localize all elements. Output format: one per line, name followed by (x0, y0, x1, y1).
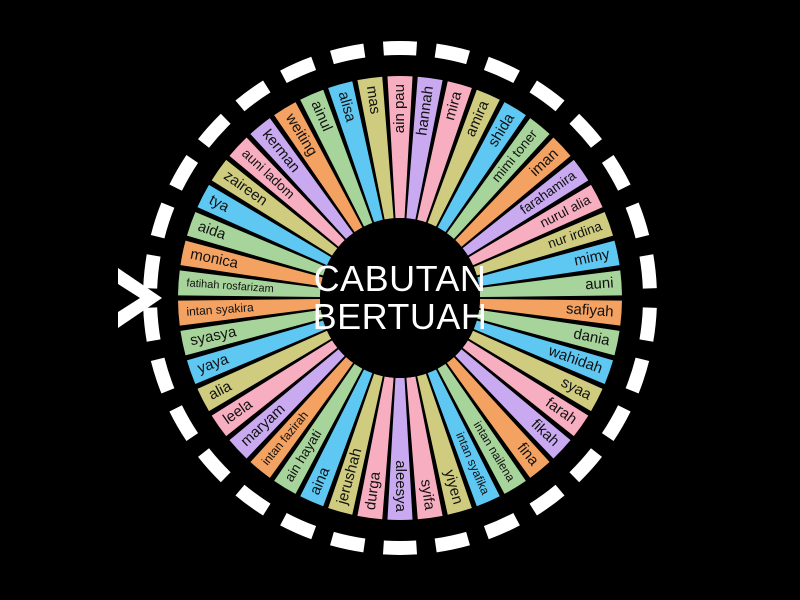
wheel-segment-label: auni (585, 274, 614, 293)
outer-dashed-ring (143, 40, 657, 555)
ring-dash (434, 43, 470, 65)
wheel-segment[interactable] (473, 211, 614, 276)
ring-dash (569, 448, 602, 483)
ring-dash (483, 512, 520, 540)
wheel-segment-label: alisa (335, 89, 360, 124)
wheel-segment[interactable] (186, 320, 327, 385)
wheel-segment[interactable] (250, 357, 354, 478)
wheel-segment[interactable] (455, 137, 571, 247)
wheel-segment[interactable] (477, 240, 620, 287)
ring-dash (280, 56, 317, 84)
wheel-segment[interactable] (328, 373, 383, 515)
wheel-segment[interactable] (211, 159, 338, 256)
ring-dash (483, 56, 520, 84)
wheel-segment[interactable] (357, 76, 394, 220)
wheel-segment-label: syifa (417, 478, 438, 512)
ring-dash (330, 43, 366, 65)
wheel-segment[interactable] (406, 76, 443, 220)
wheel-segment[interactable] (455, 349, 571, 459)
wheel-segment[interactable] (274, 102, 363, 233)
ring-dash (169, 405, 199, 441)
wheel-segment[interactable] (437, 102, 526, 233)
ring-dash (601, 155, 631, 191)
wheel-segment[interactable] (180, 309, 323, 356)
wheel-segment[interactable] (446, 357, 550, 478)
wheel-segment[interactable] (178, 270, 321, 298)
ring-dash (382, 40, 418, 56)
wheel-segment[interactable] (473, 320, 614, 385)
wheel-segment-label: mira (441, 89, 465, 122)
ring-dash (569, 113, 602, 148)
ring-dash (150, 357, 175, 394)
wheel-segment[interactable] (274, 363, 363, 494)
wheel-segment[interactable] (300, 369, 373, 507)
ring-dash (434, 531, 470, 553)
wheel-segment[interactable] (178, 298, 321, 326)
wheel-hub (320, 218, 480, 378)
ring-dash (198, 113, 231, 148)
ring-dash (150, 202, 175, 239)
wheel-segment[interactable] (197, 330, 332, 412)
ring-dash (143, 254, 161, 289)
wheel-segment[interactable] (479, 298, 622, 326)
wheel-segment[interactable] (211, 340, 338, 437)
wheel-segment-label: durga (362, 470, 384, 511)
wheel-segment[interactable] (406, 376, 443, 520)
wheel-segment-label: aleesya (392, 460, 409, 512)
wheel-segment[interactable] (357, 376, 394, 520)
wheel-segment[interactable] (197, 184, 332, 266)
ring-dash (529, 484, 565, 516)
ring-dash (639, 307, 657, 342)
spin-pointer-icon (118, 268, 162, 328)
ring-dash (235, 484, 271, 516)
wheel-segment[interactable] (468, 184, 603, 266)
wheel-segment-label: ain pau (391, 84, 408, 133)
ring-dash (625, 357, 650, 394)
wheel-segment-label: safiyah (566, 300, 615, 320)
wheel-segment[interactable] (479, 270, 622, 298)
wheel-segment[interactable] (462, 340, 589, 437)
wheel-segment[interactable] (468, 330, 603, 412)
wheel-segment[interactable] (427, 89, 500, 227)
wheel-segment-label: mas (363, 85, 384, 115)
wheel-segment[interactable] (387, 377, 413, 520)
wheel-segment[interactable] (437, 363, 526, 494)
wheel-segment[interactable] (427, 369, 500, 507)
wheel-segment[interactable] (180, 240, 323, 287)
ring-dash (625, 202, 650, 239)
ring-dash (529, 80, 565, 112)
ring-dash (639, 254, 657, 289)
wheel-segment[interactable] (186, 211, 327, 276)
ring-dash (330, 531, 366, 553)
ring-dash (198, 448, 231, 483)
ring-dash (601, 405, 631, 441)
ring-dash (143, 307, 161, 342)
wheel-segment[interactable] (229, 349, 345, 459)
wheel-segment[interactable] (328, 81, 383, 223)
wheel-segment[interactable] (417, 373, 472, 515)
wheel-segment[interactable] (250, 118, 354, 239)
wheel-segment-label: intan syakira (186, 300, 254, 319)
ring-dash (169, 155, 199, 191)
ring-dash (382, 540, 418, 555)
wheel-segments[interactable]: fatihah rosfarizammonicaaidatyazaireenau… (178, 75, 622, 520)
wheel-segment[interactable] (446, 118, 550, 239)
wheel-segment-label: fatihah rosfarizam (186, 277, 274, 295)
wheel-segment[interactable] (477, 309, 620, 356)
wheel-segment[interactable] (300, 89, 373, 227)
wheel-segment[interactable] (417, 81, 472, 223)
wheel-segment-label: hannah (413, 85, 437, 137)
wheel-segment[interactable] (387, 75, 413, 219)
wheel-segment[interactable] (229, 137, 345, 247)
ring-dash (280, 512, 317, 540)
wheel-segment[interactable] (462, 159, 589, 256)
ring-dash (235, 80, 271, 112)
